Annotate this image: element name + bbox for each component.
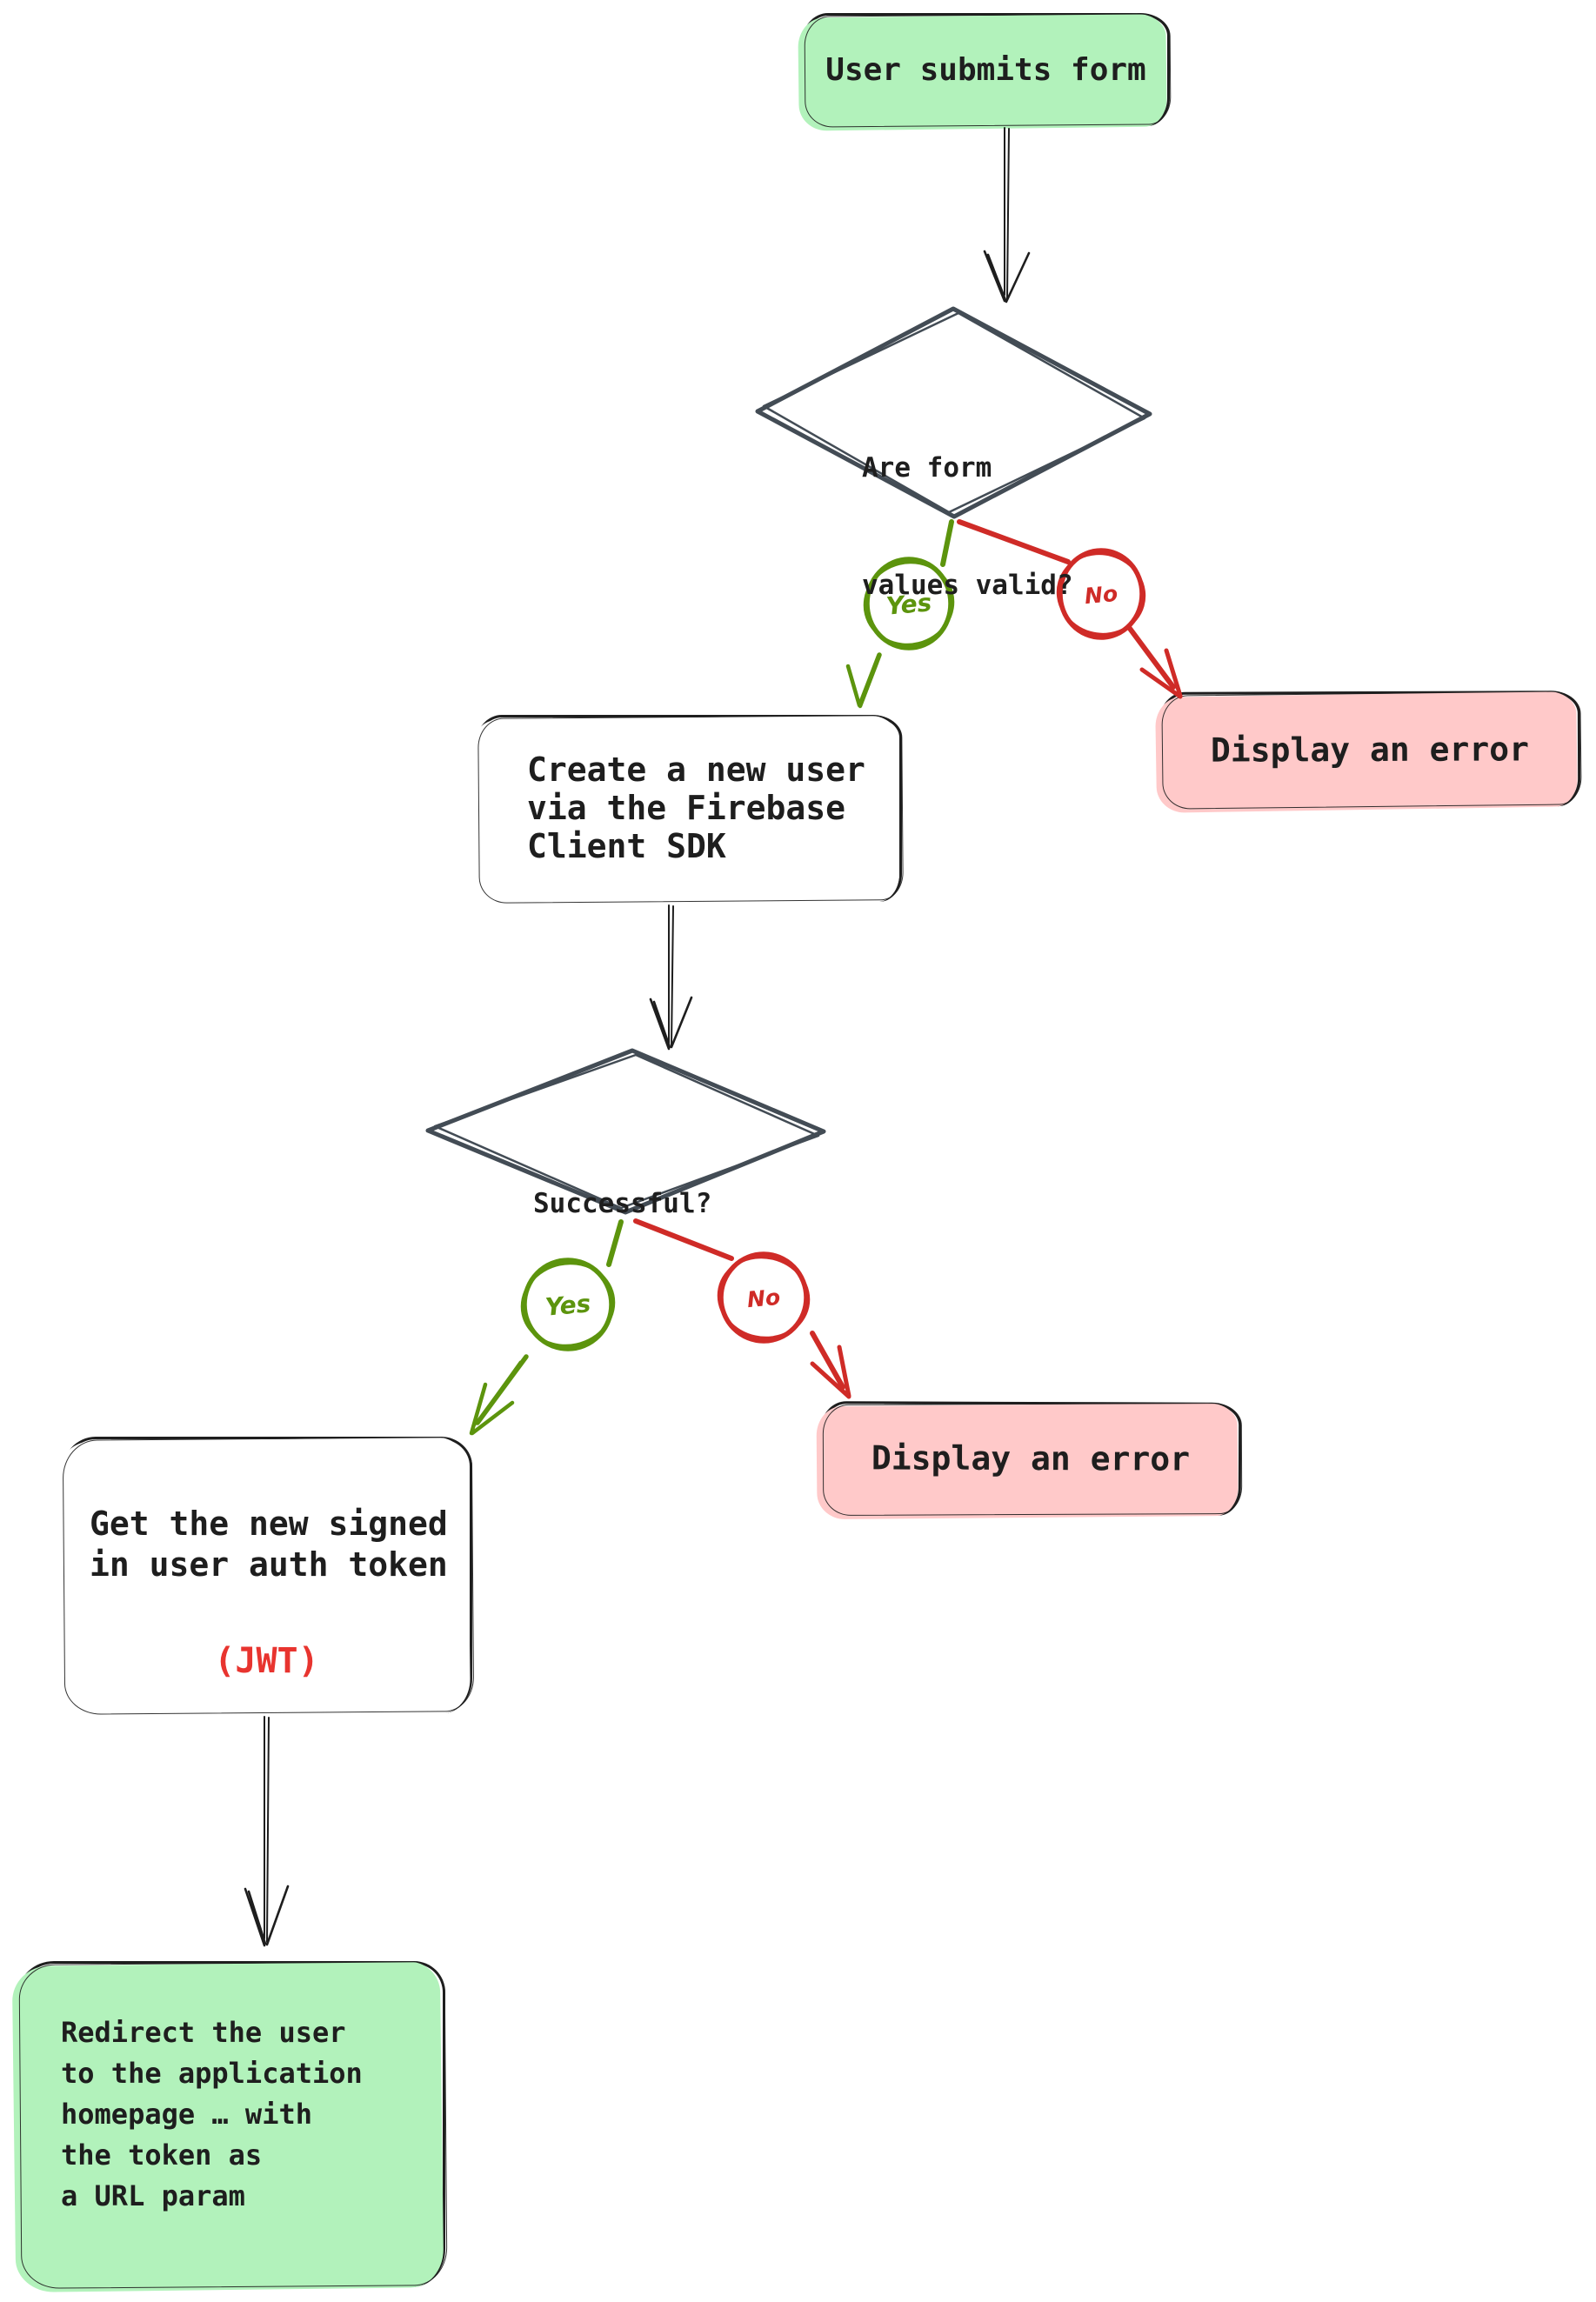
jwt-note: (JWT) bbox=[214, 1641, 319, 1681]
create-user-label-line: Client SDK bbox=[527, 827, 726, 865]
form-valid-decision-label: Are form values valid? bbox=[862, 370, 1073, 684]
create-user-label-line: via the Firebase bbox=[527, 789, 846, 827]
arrow-create-to-successful bbox=[649, 904, 693, 1051]
form-valid-label-line: Are form bbox=[862, 452, 992, 484]
arrow-token-to-redirect bbox=[244, 1716, 290, 1947]
redirect-label-line: the token as bbox=[61, 2139, 263, 2172]
error-node-bottom: Display an error bbox=[819, 1401, 1242, 1516]
start-node: User submits form bbox=[802, 13, 1170, 126]
get-token-label-line: in user auth token bbox=[90, 1545, 448, 1584]
redirect-label-line: Redirect the user bbox=[61, 2016, 346, 2049]
create-user-label-line: Create a new user bbox=[527, 751, 865, 789]
no-edge-label: No bbox=[745, 1284, 782, 1313]
start-node-label: User submits form bbox=[825, 51, 1146, 88]
yes-edge-label: Yes bbox=[544, 1289, 592, 1322]
error-node-top-label: Display an error bbox=[1210, 729, 1530, 770]
error-node-top: Display an error bbox=[1159, 691, 1581, 808]
successful-decision-label: Successful? bbox=[533, 1106, 711, 1302]
get-token-label-line: Get the new signed bbox=[90, 1505, 448, 1543]
redirect-label-line: to the application bbox=[61, 2057, 363, 2090]
redirect-node: Redirect the user to the application hom… bbox=[17, 1961, 445, 2287]
yes-edge-label: Yes bbox=[885, 588, 933, 621]
redirect-label-line: a URL param bbox=[61, 2179, 245, 2212]
successful-label-line: Successful? bbox=[533, 1188, 712, 1219]
get-token-node: Get the new signed in user auth token (J… bbox=[61, 1437, 472, 1713]
no-edge-label: No bbox=[1083, 580, 1119, 610]
error-node-bottom-label: Display an error bbox=[871, 1438, 1191, 1478]
create-user-node: Create a new user via the Firebase Clien… bbox=[476, 715, 902, 902]
redirect-label-line: homepage … with bbox=[61, 2098, 312, 2131]
arrow-start-to-form-valid bbox=[983, 127, 1031, 304]
